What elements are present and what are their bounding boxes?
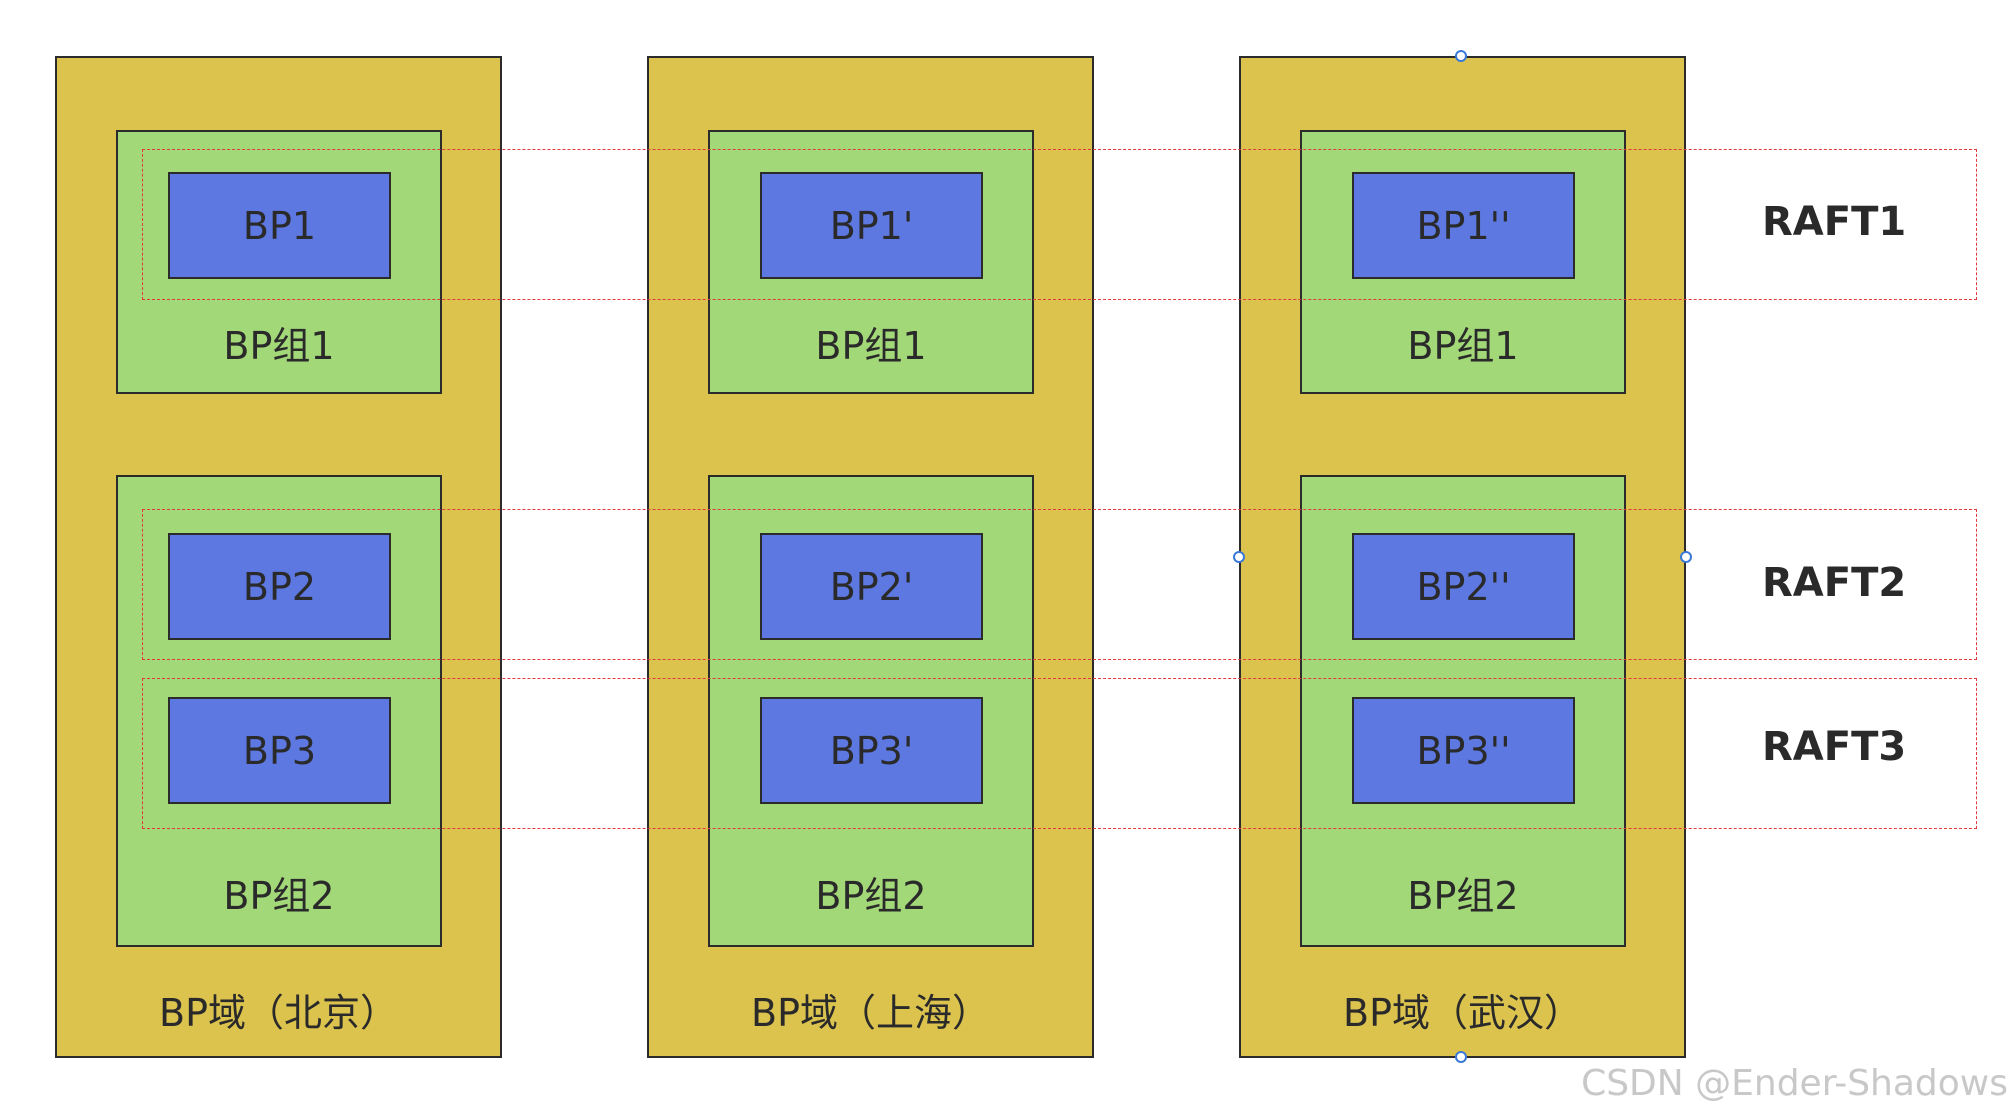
domain-beijing: BP1 BP组1 BP2 BP3 BP组2 BP域（北京） [55, 56, 502, 1058]
domain-label: BP域（武汉） [1343, 991, 1582, 1035]
node-label: BP2'' [1416, 564, 1511, 609]
selection-handle-bottom[interactable] [1455, 1051, 1467, 1063]
node-bp3-wuhan: BP3'' [1352, 697, 1575, 804]
node-label: BP1' [829, 203, 914, 248]
node-label: BP2 [242, 564, 317, 609]
node-label: BP1 [242, 203, 317, 248]
group-label: BP组1 [1407, 324, 1519, 368]
group-2-wuhan: BP2'' BP3'' BP组2 [1300, 475, 1626, 947]
selection-handle-right[interactable] [1680, 551, 1692, 563]
selection-handle-top[interactable] [1455, 50, 1467, 62]
domain-label: BP域（上海） [751, 991, 990, 1035]
group-label: BP组2 [223, 874, 335, 918]
node-label: BP2' [829, 564, 914, 609]
group-1-beijing: BP1 BP组1 [116, 130, 442, 394]
node-bp1-beijing: BP1 [168, 172, 391, 279]
raft-label-3: RAFT3 [1762, 724, 1907, 770]
domain-shanghai: BP1' BP组1 BP2' BP3' BP组2 BP域（上海） [647, 56, 1094, 1058]
selection-handle-left[interactable] [1233, 551, 1245, 563]
group-label: BP组2 [815, 874, 927, 918]
node-label: BP3' [829, 728, 914, 773]
raft-label-2: RAFT2 [1762, 560, 1907, 606]
group-1-wuhan: BP1'' BP组1 [1300, 130, 1626, 394]
node-label: BP1'' [1416, 203, 1511, 248]
group-2-beijing: BP2 BP3 BP组2 [116, 475, 442, 947]
group-label: BP组2 [1407, 874, 1519, 918]
watermark: CSDN @Ender-Shadows [1581, 1063, 2008, 1104]
group-label: BP组1 [223, 324, 335, 368]
domain-label: BP域（北京） [159, 991, 398, 1035]
node-label: BP3'' [1416, 728, 1511, 773]
node-bp2-wuhan: BP2'' [1352, 533, 1575, 640]
node-bp2-shanghai: BP2' [760, 533, 983, 640]
node-bp2-beijing: BP2 [168, 533, 391, 640]
node-bp1-shanghai: BP1' [760, 172, 983, 279]
node-label: BP3 [242, 728, 317, 773]
group-2-shanghai: BP2' BP3' BP组2 [708, 475, 1034, 947]
group-1-shanghai: BP1' BP组1 [708, 130, 1034, 394]
node-bp3-shanghai: BP3' [760, 697, 983, 804]
node-bp1-wuhan: BP1'' [1352, 172, 1575, 279]
domain-wuhan[interactable]: BP1'' BP组1 BP2'' BP3'' BP组2 BP域（武汉） [1239, 56, 1686, 1058]
node-bp3-beijing: BP3 [168, 697, 391, 804]
group-label: BP组1 [815, 324, 927, 368]
raft-label-1: RAFT1 [1762, 199, 1907, 245]
